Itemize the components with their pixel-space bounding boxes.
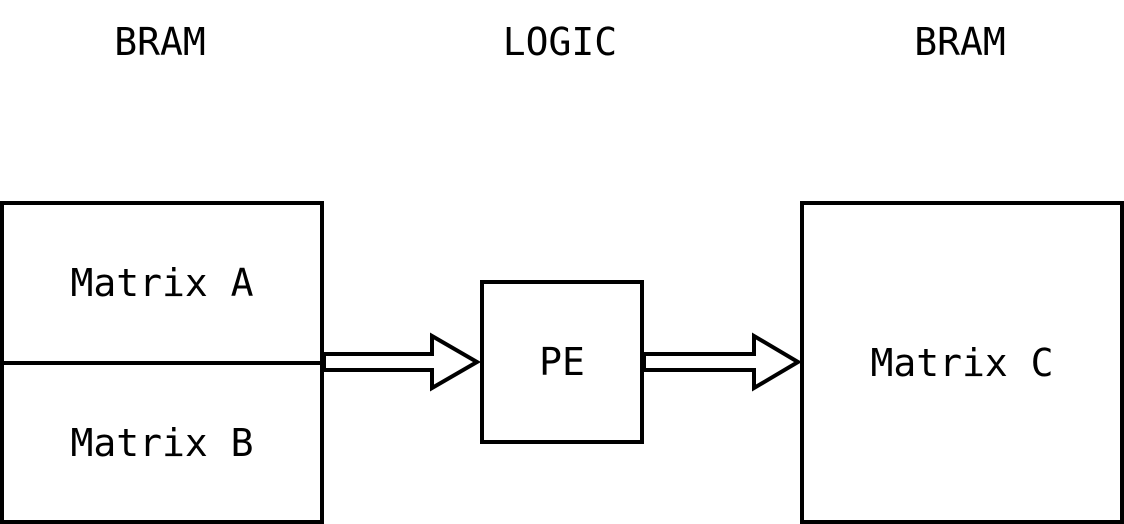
pe-label: PE: [539, 340, 585, 384]
arrow-inputs-to-pe: [322, 332, 481, 392]
matrix-b-label: Matrix B: [70, 420, 254, 465]
matrix-a-block: Matrix A: [0, 201, 324, 365]
matrix-c-block: Matrix C: [800, 201, 1124, 524]
bram-output-header: BRAM: [914, 20, 1006, 64]
bram-input-header: BRAM: [114, 20, 206, 64]
matrix-a-label: Matrix A: [70, 261, 254, 305]
pe-block: PE: [480, 280, 644, 444]
arrow-pe-to-output: [642, 332, 802, 392]
logic-header: LOGIC: [502, 20, 618, 64]
matrix-c-label: Matrix C: [870, 340, 1054, 385]
matrix-b-block: Matrix B: [0, 361, 324, 524]
